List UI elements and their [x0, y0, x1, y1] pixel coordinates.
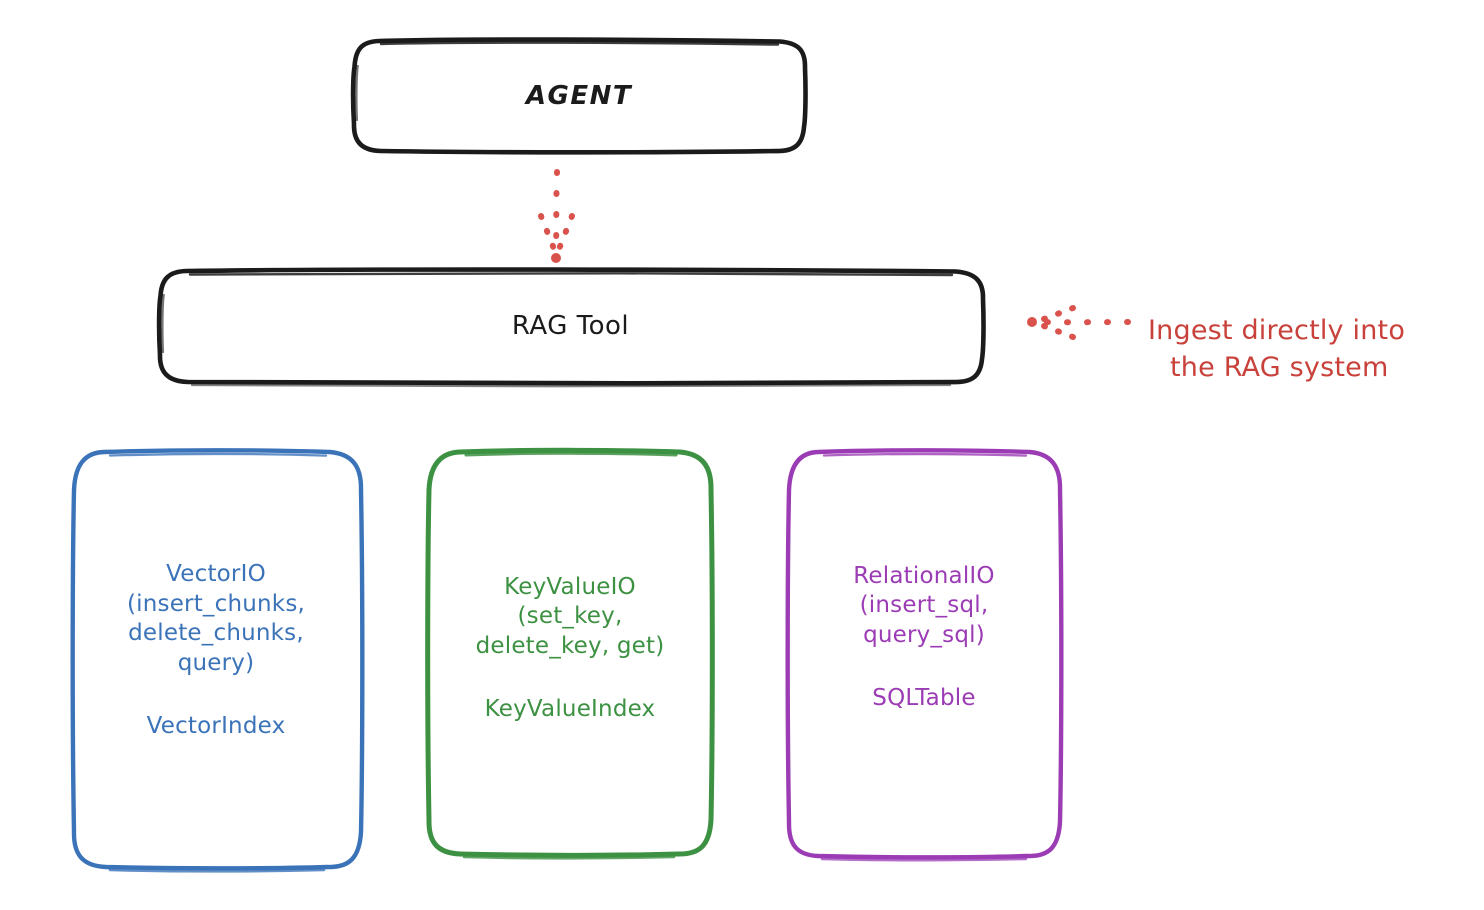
- rag-tool-label: RAG Tool: [511, 311, 630, 341]
- ingest-annotation-line-1: Ingest directly into: [1148, 315, 1406, 347]
- vector-io-node[interactable]: VectorIO (insert_chunks, delete_chunks, …: [70, 450, 362, 868]
- agent-box-outline: [350, 37, 808, 155]
- ingest-annotation-line-2: the RAG system: [1170, 351, 1389, 383]
- relational-io-node[interactable]: RelationalIO (insert_sql, query_sql) SQL…: [788, 450, 1060, 857]
- agent-node[interactable]: AGENT: [353, 40, 805, 152]
- keyvalue-index-label: KeyValueIndex: [484, 695, 656, 722]
- rag-tool-box-outline: [156, 267, 986, 388]
- relational-io-box-outline: [785, 448, 1064, 862]
- keyvalue-io-box-outline: [425, 447, 715, 860]
- relational-io-content: RelationalIO (insert_sql, query_sql) SQL…: [853, 562, 994, 714]
- agent-label: AGENT: [525, 81, 633, 111]
- rag-tool-node[interactable]: RAG Tool: [158, 270, 983, 382]
- vector-io-box-outline: [70, 448, 365, 873]
- connector-ingest-to-rag-tool: [1027, 305, 1131, 340]
- vector-io-api-label: VectorIO (insert_chunks, delete_chunks, …: [126, 561, 306, 676]
- sql-table-label: SQLTable: [872, 684, 976, 711]
- relational-io-api-label: RelationalIO (insert_sql, query_sql): [853, 562, 995, 648]
- keyvalue-io-content: KeyValueIO (set_key, delete_key, get) Ke…: [476, 573, 665, 725]
- connector-agent-to-rag-tool: [538, 169, 575, 263]
- keyvalue-io-node[interactable]: KeyValueIO (set_key, delete_key, get) Ke…: [428, 450, 712, 855]
- vector-index-label: VectorIndex: [146, 713, 286, 740]
- keyvalue-io-api-label: KeyValueIO (set_key, delete_key, get): [475, 573, 665, 659]
- vector-io-content: VectorIO (insert_chunks, delete_chunks, …: [127, 560, 305, 741]
- ingest-annotation: Ingest directly into the RAG system: [1148, 277, 1478, 423]
